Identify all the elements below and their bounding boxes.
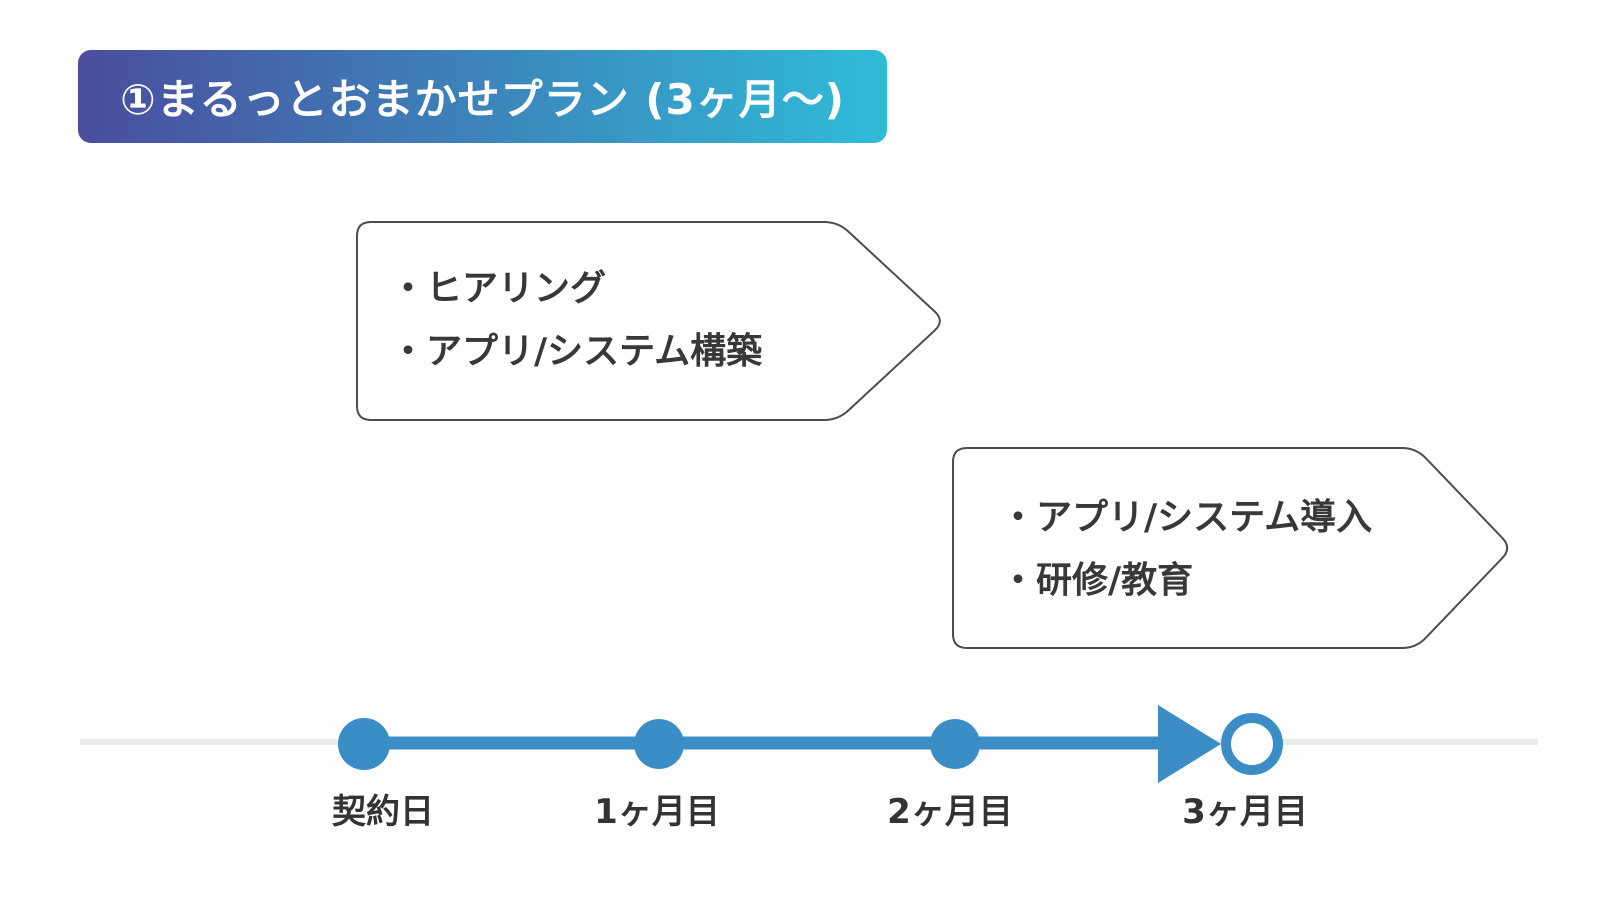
milestone-dot-month2 [930, 719, 980, 769]
plan-title: ①まるっとおまかせプラン (3ヶ月〜) [120, 75, 845, 124]
callout-phase2-line1: ・アプリ/システム導入 [1000, 497, 1373, 538]
milestone-dot-contract [338, 718, 390, 770]
milestone-label-month1: 1ヶ月目 [594, 792, 720, 832]
callout-phase2-line2: ・研修/教育 [1000, 560, 1194, 601]
callout-phase1-text: ・ヒアリング ・アプリ/システム構築 [390, 257, 762, 383]
milestone-label-contract: 契約日 [332, 792, 434, 832]
milestone-open-circle-month3 [1221, 713, 1283, 775]
milestone-label-month3: 3ヶ月目 [1182, 792, 1308, 832]
callout-phase2-text: ・アプリ/システム導入 ・研修/教育 [1000, 486, 1372, 612]
title-banner [78, 50, 887, 143]
callout-phase1-line1: ・ヒアリング [390, 268, 607, 309]
callout-phase1-line2: ・アプリ/システム構築 [390, 331, 763, 372]
timeline-arrowhead-icon [1158, 705, 1221, 783]
milestone-label-month2: 2ヶ月目 [887, 792, 1013, 832]
callout-arrow-box-phase2 [952, 447, 1509, 649]
milestone-dot-month1 [634, 719, 684, 769]
callout-arrow-box-phase1 [356, 221, 941, 421]
